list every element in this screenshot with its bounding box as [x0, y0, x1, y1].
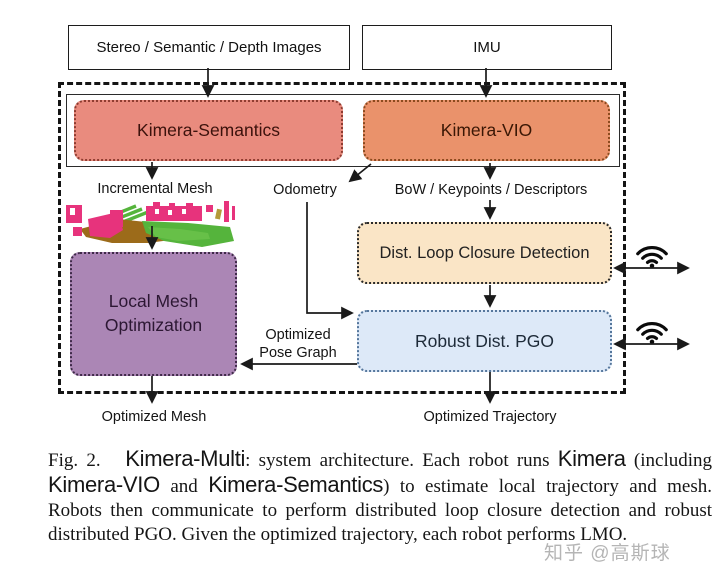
- caption-segment: Fig. 2.: [48, 450, 126, 471]
- caption-segment: Kimera-VIO: [48, 472, 160, 497]
- caption-segment: Kimera-Semantics: [208, 472, 384, 497]
- caption-segment: Kimera: [557, 446, 626, 471]
- input-box-imu-label: IMU: [473, 39, 501, 56]
- dist-loop-closure-label: Dist. Loop Closure Detection: [379, 243, 590, 262]
- robot-boundary-dashed-frame: [58, 82, 626, 394]
- kimera-vio-box: Kimera-VIO: [363, 100, 610, 161]
- incremental-mesh-label: Incremental Mesh: [97, 181, 213, 197]
- kimera-semantics-label: Kimera-Semantics: [137, 120, 280, 140]
- figure-caption: Fig. 2. Kimera-Multi: system architectur…: [48, 447, 712, 547]
- caption-segment: : system architecture. Each robot runs: [245, 450, 558, 471]
- watermark: 知乎 @高斯球: [544, 543, 671, 564]
- optimized-pose-graph-label: Optimized Pose Graph: [259, 327, 337, 362]
- kimera-semantics-box: Kimera-Semantics: [74, 100, 343, 161]
- mesh-white-windows: [70, 208, 186, 215]
- architecture-diagram: Stereo / Semantic / Depth Images IMU Kim…: [58, 25, 690, 425]
- incremental-mesh-image: [66, 201, 235, 247]
- local-mesh-optimization-box: Local Mesh Optimization: [70, 252, 237, 376]
- caption-segment: Kimera-Multi: [125, 446, 246, 471]
- caption-segment: and: [159, 476, 209, 497]
- bow-keypoints-descriptors-label: BoW / Keypoints / Descriptors: [394, 182, 588, 198]
- input-box-imu: IMU: [362, 25, 612, 70]
- wifi-icon: [636, 322, 668, 344]
- wifi-icon: [636, 246, 668, 268]
- mesh-green-patch-light: [148, 227, 210, 241]
- input-box-images: Stereo / Semantic / Depth Images: [68, 25, 350, 70]
- caption-segment: (including: [625, 450, 712, 471]
- odometry-label: Odometry: [273, 182, 337, 198]
- mesh-olive-fragment: [215, 208, 222, 220]
- input-box-images-label: Stereo / Semantic / Depth Images: [96, 39, 322, 56]
- kimera-vio-label: Kimera-VIO: [440, 120, 533, 140]
- robust-dist-pgo-box: Robust Dist. PGO: [357, 310, 612, 372]
- optimized-trajectory-label: Optimized Trajectory: [423, 409, 557, 425]
- optimized-mesh-label: Optimized Mesh: [101, 409, 207, 425]
- local-mesh-optimization-label: Local Mesh Optimization: [104, 291, 203, 335]
- robust-dist-pgo-label: Robust Dist. PGO: [414, 330, 555, 351]
- dist-loop-closure-box: Dist. Loop Closure Detection: [357, 222, 612, 284]
- caption-segment: ) to estimate local trajectory and mesh.…: [48, 476, 712, 545]
